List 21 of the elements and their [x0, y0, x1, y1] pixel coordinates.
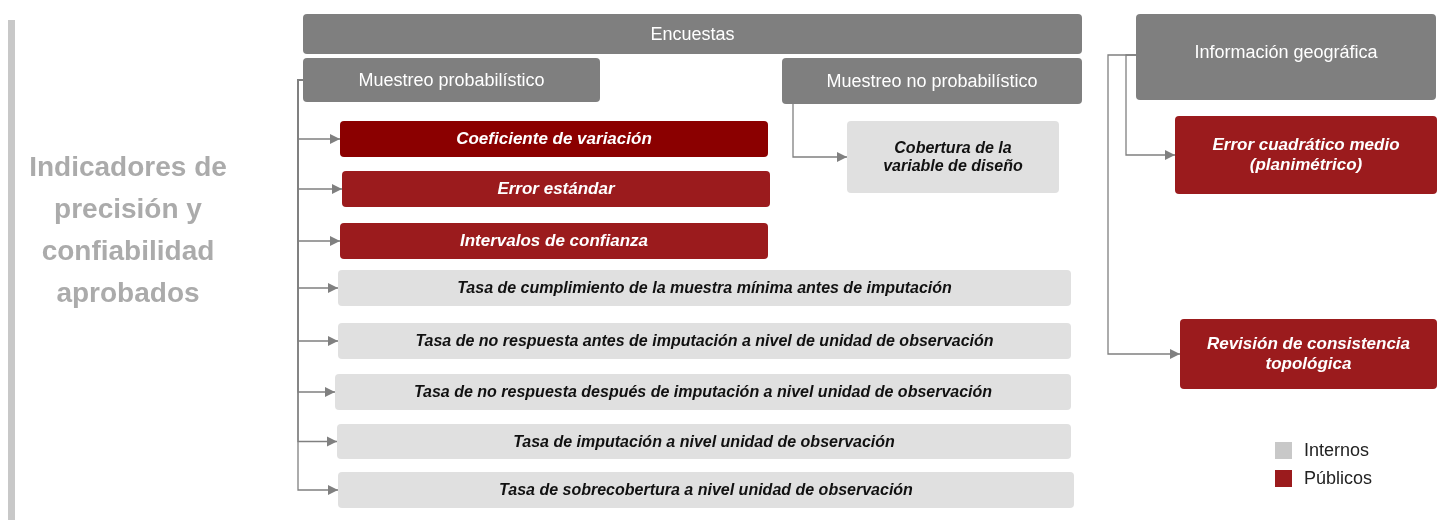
- legend-label: Internos: [1304, 440, 1370, 461]
- indicator-box: Tasa de no respuesta después de imputación a nivel unidad de observación: [335, 374, 1071, 410]
- legend-label: Públicos: [1304, 468, 1373, 489]
- indicator-box: Tasa de cumplimiento de la muestra mínima antes de imputación: [338, 270, 1071, 306]
- indicator-box: Tasa de sobrecobertura a nivel unidad de observación: [338, 472, 1074, 508]
- category-header: Muestreo no probabilístico: [782, 58, 1082, 104]
- indicator-box: Cobertura de la variable de diseño: [847, 121, 1059, 193]
- category-header: Información geográfica: [1136, 14, 1436, 100]
- category-header: Encuestas: [303, 14, 1082, 54]
- connector-arrow: [792, 103, 848, 163]
- indicator-box: Coeficiente de variación: [340, 121, 768, 157]
- indicator-box: Revisión de consistencia topológica: [1180, 319, 1437, 389]
- indicator-box: Tasa de imputación a nivel unidad de observación: [337, 424, 1071, 459]
- indicator-box: Intervalos de confianza: [340, 223, 768, 259]
- indicator-box: Tasa de no respuesta antes de imputación a nivel de unidad de observación: [338, 323, 1071, 359]
- connector-arrow: [1125, 54, 1176, 161]
- connector-arrow: [1107, 54, 1181, 360]
- indicator-box: Error estándar: [342, 171, 770, 207]
- indicator-box: Error cuadrático medio (planimétrico): [1175, 116, 1437, 194]
- section-title: Indicadores de precisión y confiabilidad aprobados: [28, 150, 228, 310]
- category-header: Muestreo probabilístico: [303, 58, 600, 102]
